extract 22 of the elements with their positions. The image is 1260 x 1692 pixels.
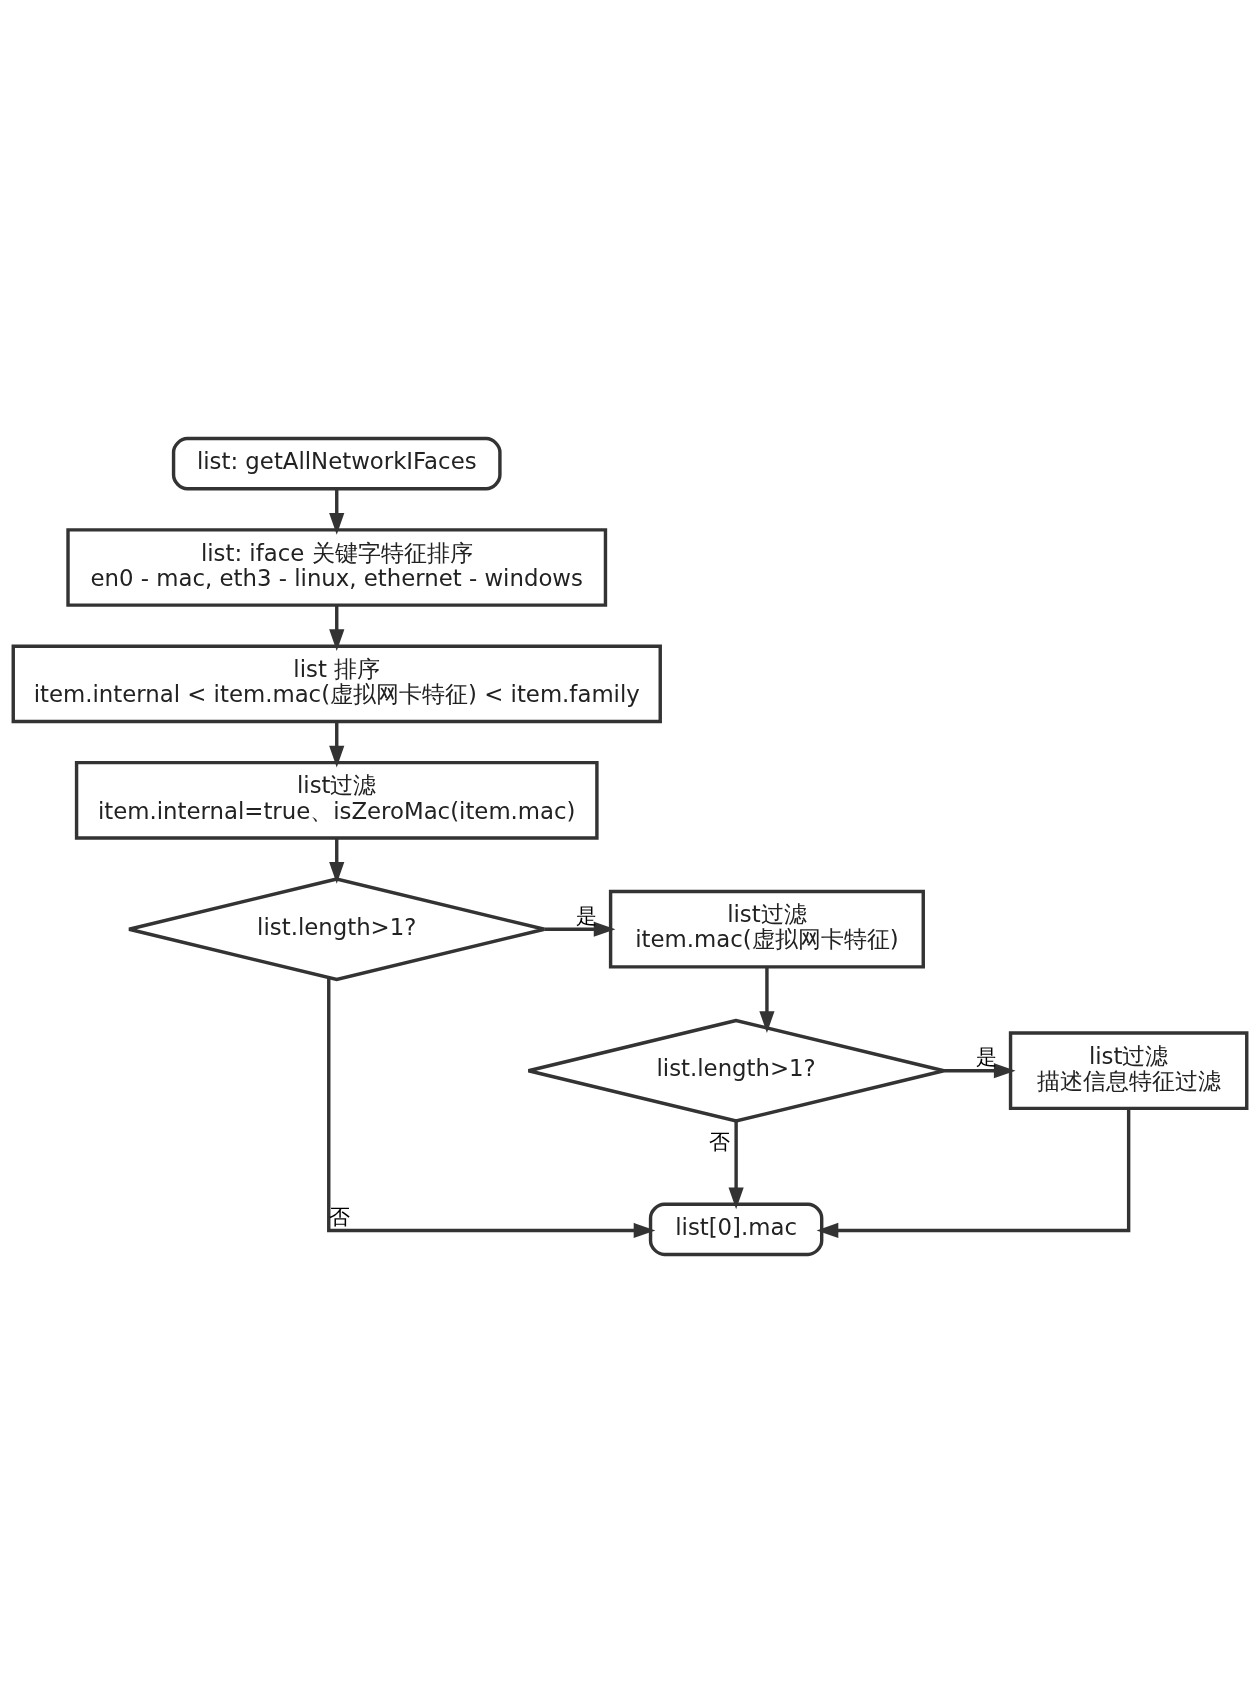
arrow	[544, 921, 616, 937]
node-box: list过滤 描述信息特征过滤	[1008, 1030, 1249, 1110]
arrow	[327, 977, 656, 1238]
arrow	[759, 966, 775, 1033]
edge-label: 是	[576, 903, 598, 928]
node-diamond: list.length>1?	[526, 1018, 946, 1123]
arrow	[329, 604, 345, 651]
arrow	[816, 1108, 1131, 1238]
arrow	[329, 837, 345, 884]
node-diamond: list.length>1?	[127, 876, 547, 981]
edge-label: 否	[709, 1129, 731, 1154]
node-box: list: getAllNetworkIFaces	[171, 436, 502, 490]
edge-label: 是	[975, 1044, 997, 1069]
arrow	[943, 1062, 1016, 1078]
node-box: list过滤 item.mac(虚拟网卡特征)	[608, 889, 925, 969]
arrow	[329, 721, 345, 767]
arrow	[329, 488, 345, 535]
node-box: list[0].mac	[648, 1202, 824, 1256]
arrow	[728, 1120, 744, 1209]
node-box: list过滤 item.internal=true、isZeroMac(item.mac)	[74, 760, 599, 840]
node-box: list 排序 item.internal < item.mac(虚拟网卡特征) < item.family	[11, 644, 662, 723]
node-box: list: iface 关键字特征排序 en0 - mac, eth3 - linux, ethernet - windows	[66, 527, 608, 607]
